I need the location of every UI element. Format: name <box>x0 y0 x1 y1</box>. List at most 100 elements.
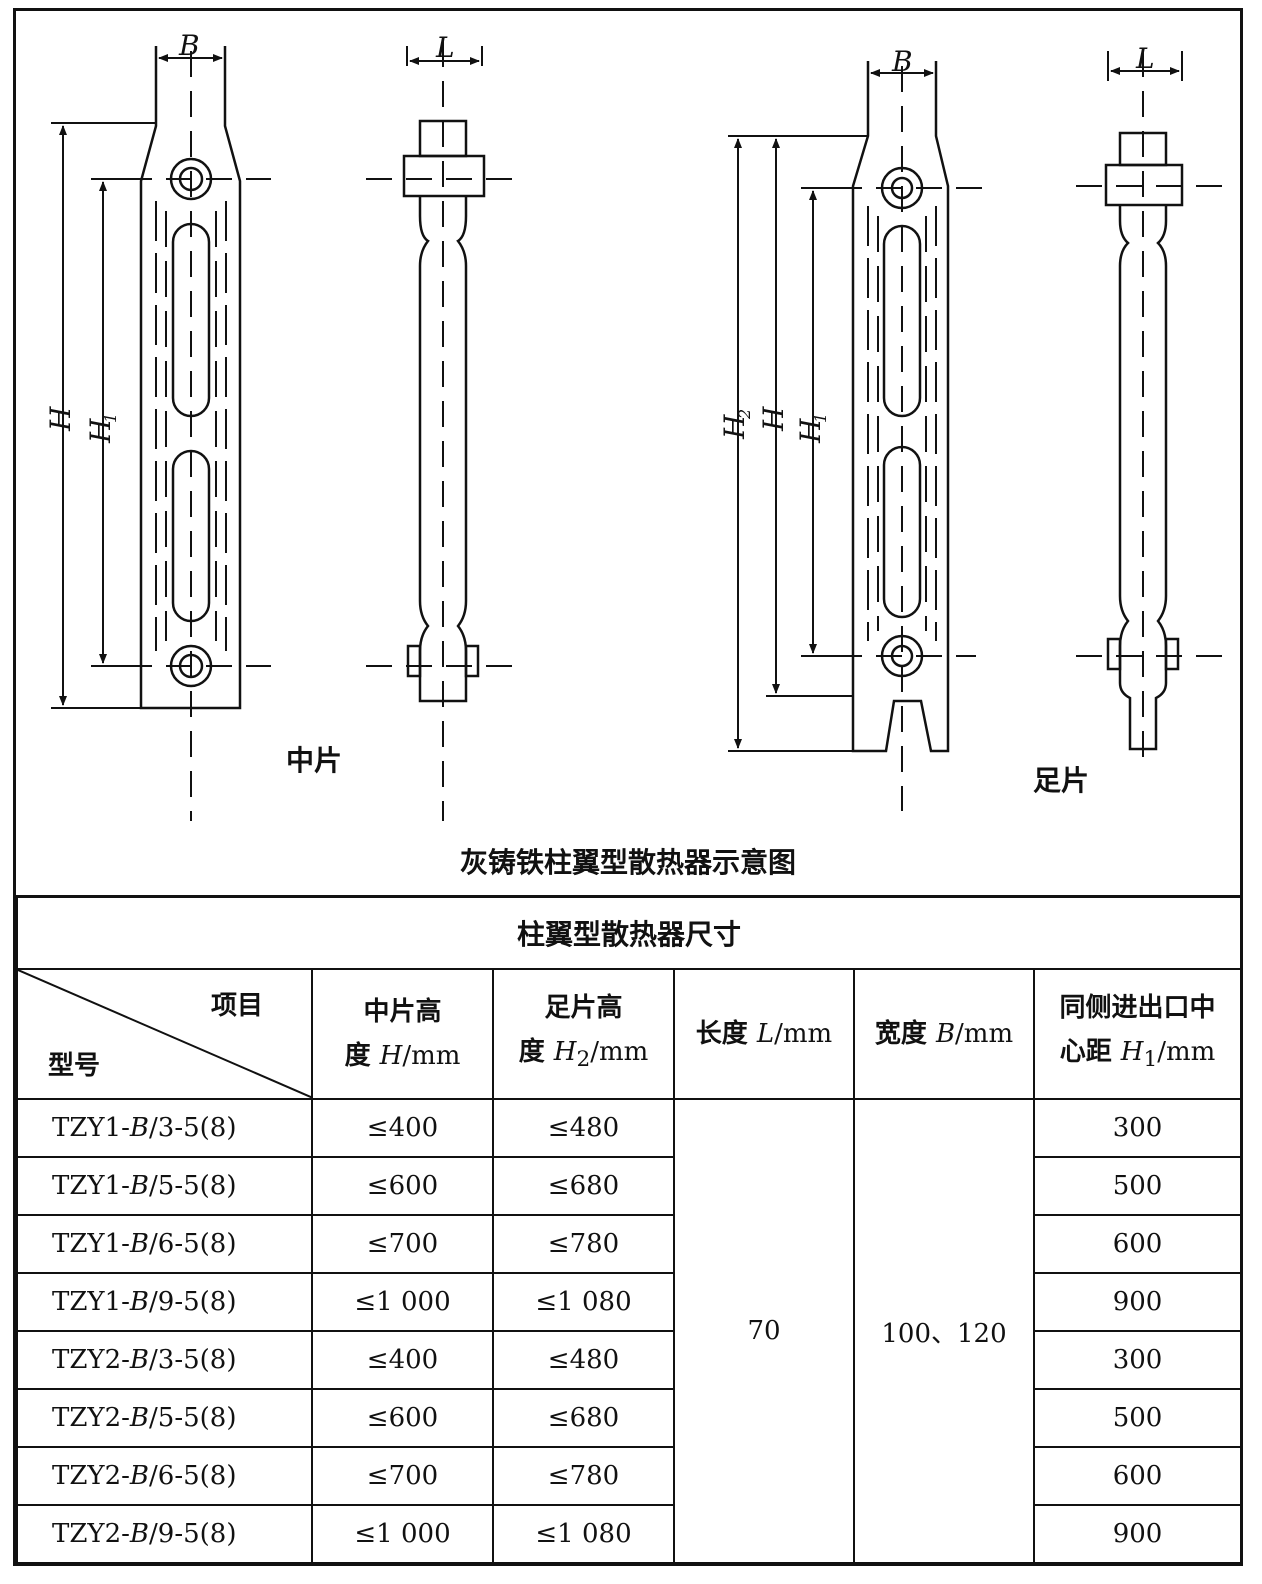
model-var: B <box>129 1403 150 1433</box>
middle-height-cell: ≤400 <box>311 1098 494 1158</box>
header-sub: 1 <box>1143 1047 1158 1073</box>
header-middle-height-line1: 中片高 <box>363 997 442 1027</box>
header-text: 度 <box>344 1041 380 1071</box>
center-distance-cell: 300 <box>1032 1098 1243 1158</box>
foot-section-label: 足片 <box>1033 764 1090 797</box>
header-item-label: 项目 <box>210 991 263 1021</box>
model-cell: TZY1-B/9-5(8) <box>16 1272 313 1332</box>
model-prefix: TZY2- <box>52 1519 130 1549</box>
document-sheet: B L B L H H 1 H 2 H H 1 中片 <box>13 8 1243 1566</box>
foot-section-front-view <box>728 61 996 811</box>
foot-height-cell: ≤780 <box>492 1446 675 1506</box>
model-suffix: /6-5(8) <box>149 1461 237 1491</box>
table-row: TZY1-B/5-5(8)≤600≤680 500 <box>16 1156 1243 1216</box>
model-cell: TZY2-B/9-5(8) <box>16 1504 313 1564</box>
header-var: H <box>553 1036 577 1067</box>
header-text: 心距 <box>1059 1036 1121 1067</box>
dim-label-h2-sub: 2 <box>735 409 754 420</box>
foot-height-cell: ≤680 <box>492 1388 675 1448</box>
dim-label-h1-sub: 1 <box>811 413 830 423</box>
dim-label-l: L <box>1135 42 1155 75</box>
middle-height-cell: ≤600 <box>311 1388 494 1448</box>
center-distance-cell: 500 <box>1032 1156 1243 1216</box>
header-text: 长度 <box>695 1019 757 1049</box>
middle-section-side-view <box>366 41 516 821</box>
header-unit: /mm <box>590 1036 649 1067</box>
table-title: 柱翼型散热器尺寸 <box>15 895 1243 970</box>
model-cell: TZY1-B/6-5(8) <box>16 1214 313 1274</box>
model-cell: TZY2-B/6-5(8) <box>16 1446 313 1506</box>
middle-height-cell: ≤600 <box>311 1156 494 1216</box>
header-corner-cell: 项目 型号 <box>16 968 313 1100</box>
dim-label-h: H <box>44 406 77 432</box>
model-cell: TZY1-B/5-5(8) <box>16 1156 313 1216</box>
dim-label-h1: H <box>794 418 827 444</box>
dim-label-h: H <box>757 406 790 432</box>
dim-label-b: B <box>891 45 913 78</box>
model-var: B <box>129 1461 150 1491</box>
dim-label-h2: H <box>718 414 751 440</box>
figure-caption: 灰铸铁柱翼型散热器示意图 <box>459 846 796 879</box>
header-var: L <box>756 1019 775 1049</box>
header-text: 度 <box>518 1036 554 1067</box>
width-cell: 100、120 <box>853 1098 1035 1564</box>
table-row: TZY2-B/3-5(8)≤400≤480 300 <box>16 1330 1243 1390</box>
header-center-distance-line1: 同侧进出口中 <box>1059 992 1216 1023</box>
middle-height-cell: ≤700 <box>311 1214 494 1274</box>
center-distance-cell: 900 <box>1032 1272 1243 1332</box>
header-model-label: 型号 <box>48 1051 101 1081</box>
middle-height-cell: ≤700 <box>311 1446 494 1506</box>
header-middle-height: 中片高 度 H/mm <box>311 968 494 1100</box>
model-prefix: TZY2- <box>52 1461 130 1491</box>
header-foot-height: 足片高 度 H2/mm <box>492 968 675 1100</box>
header-sub: 2 <box>576 1047 591 1073</box>
header-width: 宽度 B/mm <box>853 968 1035 1100</box>
model-var: B <box>129 1229 150 1259</box>
model-cell: TZY1-B/3-5(8) <box>16 1098 313 1158</box>
header-diagonal-line <box>18 970 313 1098</box>
radiator-figure: B L B L H H 1 H 2 H H 1 中片 <box>16 11 1240 895</box>
foot-height-cell: ≤680 <box>492 1156 675 1216</box>
model-prefix: TZY1- <box>52 1113 130 1143</box>
header-unit: /mm <box>402 1041 461 1071</box>
header-text: 宽度 <box>874 1019 936 1049</box>
model-suffix: /9-5(8) <box>149 1519 237 1549</box>
dim-label-l: L <box>435 31 455 64</box>
header-unit: /mm <box>774 1019 833 1049</box>
foot-height-cell: ≤1 080 <box>492 1504 675 1564</box>
center-distance-cell: 600 <box>1032 1214 1243 1274</box>
header-unit: /mm <box>1157 1036 1216 1067</box>
foot-height-cell: ≤480 <box>492 1330 675 1390</box>
model-suffix: /3-5(8) <box>149 1345 237 1375</box>
dimension-table: 柱翼型散热器尺寸 项目 型号 中片高 度 H/mm 足片高 度 H2/mm 长度… <box>15 895 1243 1564</box>
center-distance-cell: 300 <box>1032 1330 1243 1390</box>
header-var: H <box>1120 1036 1144 1067</box>
model-var: B <box>129 1113 150 1143</box>
model-var: B <box>129 1519 150 1549</box>
middle-section-front-view <box>51 46 271 821</box>
foot-section-side-view <box>1076 51 1231 771</box>
header-var: B <box>935 1019 956 1049</box>
dim-label-h1-sub: 1 <box>101 413 120 423</box>
header-foot-height-line1: 足片高 <box>544 992 623 1023</box>
model-prefix: TZY1- <box>52 1229 130 1259</box>
middle-height-cell: ≤1 000 <box>311 1504 494 1564</box>
model-var: B <box>129 1345 150 1375</box>
foot-height-cell: ≤480 <box>492 1098 675 1158</box>
dim-label-h1: H <box>84 418 117 444</box>
middle-height-cell: ≤400 <box>311 1330 494 1390</box>
model-suffix: /5-5(8) <box>149 1403 237 1433</box>
center-distance-cell: 500 <box>1032 1388 1243 1448</box>
foot-height-cell: ≤780 <box>492 1214 675 1274</box>
model-suffix: /9-5(8) <box>149 1287 237 1317</box>
header-center-distance: 同侧进出口中 心距 H1/mm <box>1032 968 1243 1100</box>
middle-section-label: 中片 <box>286 744 343 777</box>
model-suffix: /6-5(8) <box>149 1229 237 1259</box>
model-cell: TZY2-B/3-5(8) <box>16 1330 313 1390</box>
model-prefix: TZY2- <box>52 1403 130 1433</box>
